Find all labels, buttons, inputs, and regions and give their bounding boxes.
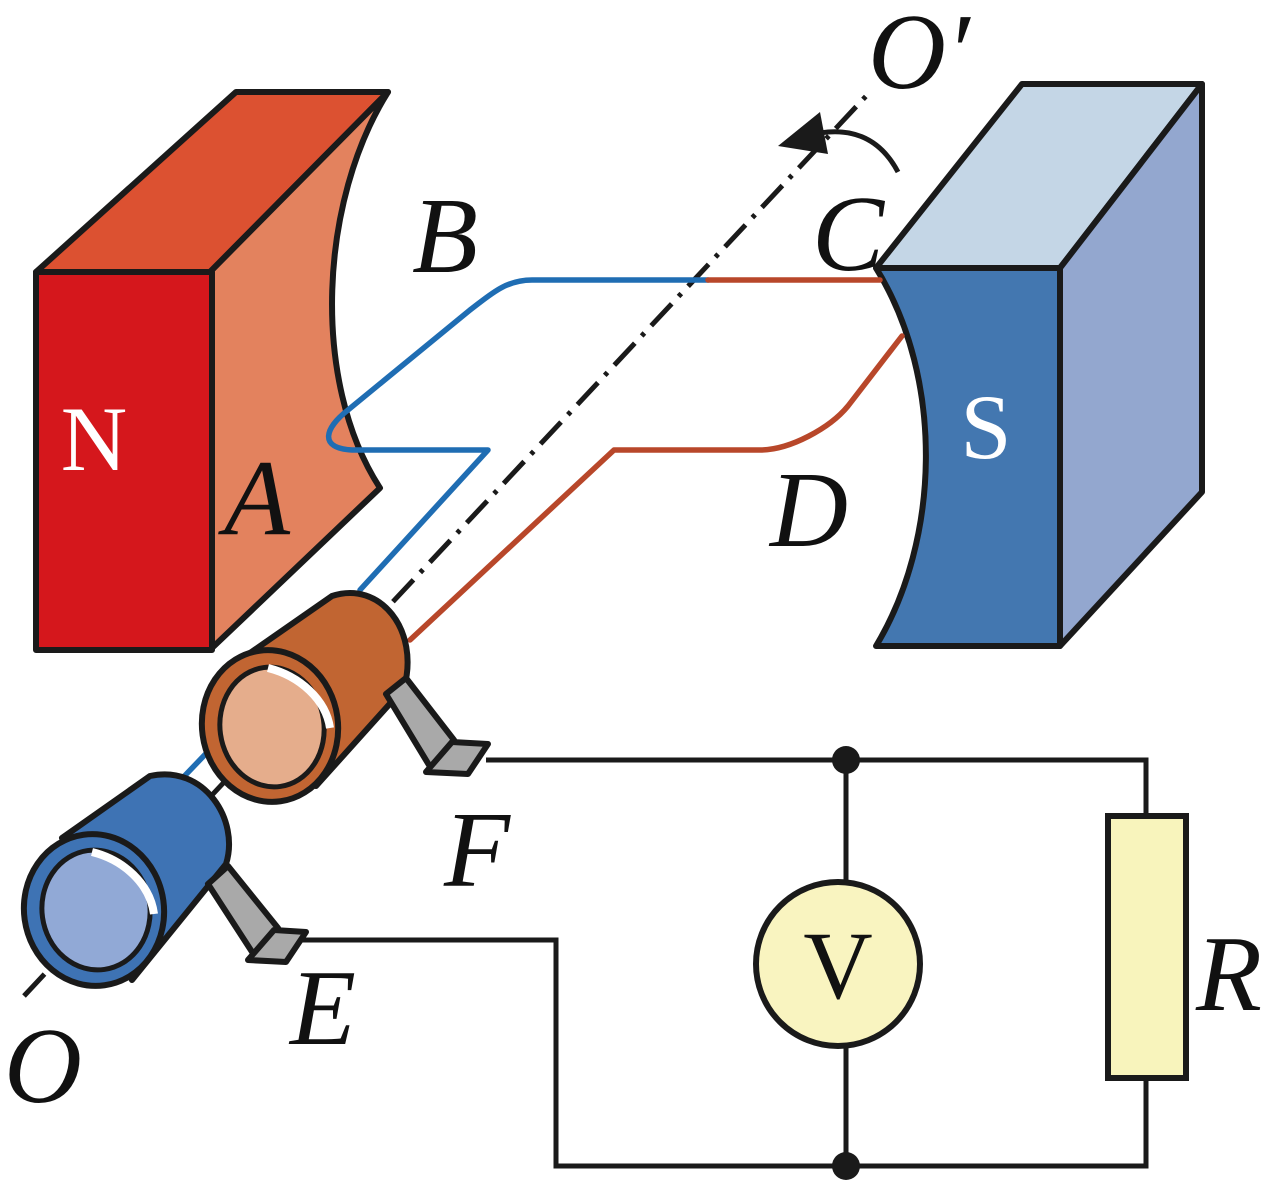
south-magnet: S: [873, 81, 1205, 649]
resistor-body: [1105, 813, 1189, 1081]
voltmeter-symbol: V: [803, 912, 872, 1019]
junction-dot-bottom: [832, 1152, 860, 1180]
north-magnet-front: [33, 269, 215, 653]
slip-ring-f: [198, 590, 411, 805]
coil-wire-red: [407, 277, 905, 643]
rotation-arrowhead: [778, 112, 828, 154]
coil-label-c: C: [812, 175, 886, 294]
resistor: [1105, 813, 1189, 1081]
north-magnet: N: [33, 89, 391, 653]
coil-wire-blue: [325, 277, 711, 593]
junction-dot-top: [832, 746, 860, 774]
south-pole-label: S: [960, 376, 1011, 478]
coil-label-a: A: [218, 439, 291, 558]
coil-label-d: D: [768, 451, 848, 570]
voltmeter-body: [753, 879, 923, 1049]
brush-e: [205, 863, 309, 965]
circuit-wire-bottom: [300, 937, 1149, 1169]
brush-f: [383, 675, 491, 777]
external-circuit: [300, 757, 1149, 1169]
south-magnet-pole-face: [873, 265, 1063, 649]
brush-label-f: F: [443, 791, 511, 910]
resistor-label: R: [1195, 915, 1262, 1034]
axis-label-o: O: [4, 1007, 82, 1126]
voltmeter: V: [753, 879, 923, 1049]
brush-f-foot: [423, 739, 491, 777]
brush-label-e: E: [288, 949, 356, 1068]
slip-ring-f-opening: [217, 664, 327, 790]
slip-ring-f-inner-edge: [266, 664, 334, 729]
axis-label-o-prime: O′: [868, 0, 971, 112]
circuit-wire-top: [486, 757, 1149, 816]
slip-ring-e: [20, 771, 233, 989]
north-pole-label: N: [61, 388, 127, 490]
brush-e-foot: [245, 927, 309, 965]
slip-ring-e-inner-edge: [90, 848, 158, 915]
coil-label-b: B: [412, 177, 478, 296]
